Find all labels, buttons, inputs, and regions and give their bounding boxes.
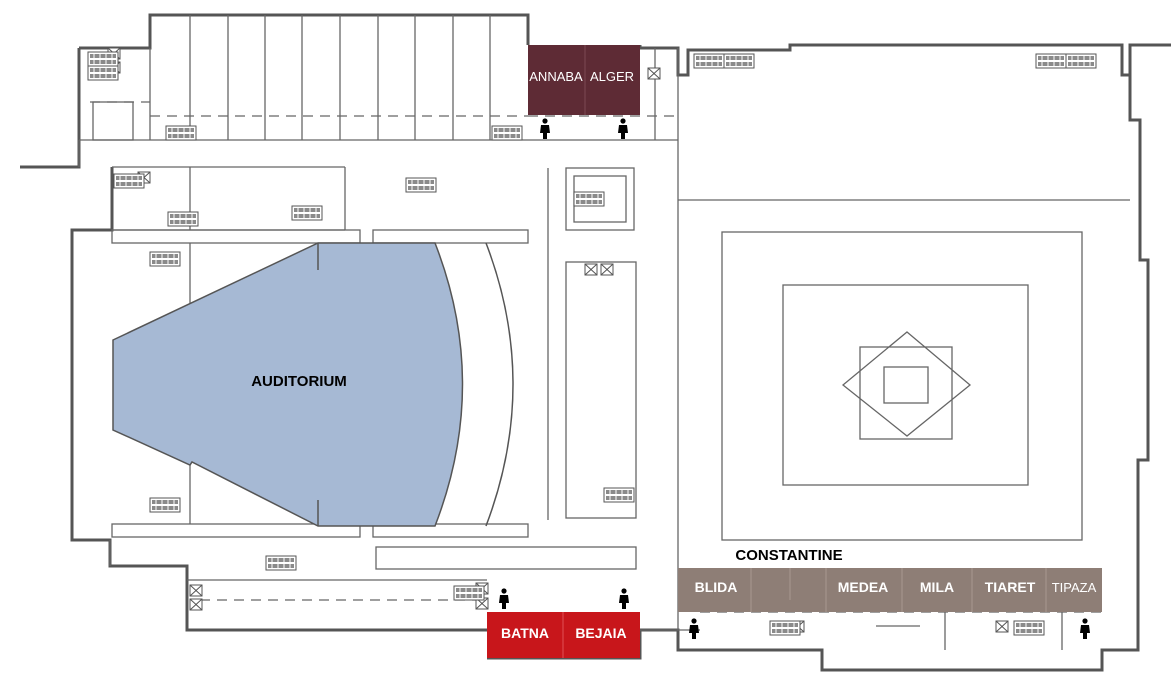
room-constantine[interactable]: CONSTANTINE [735,547,843,612]
alger-label: ALGER [590,69,634,84]
batna-label: BATNA [501,625,549,641]
bejaia-label: BEJAIA [575,625,626,641]
auditorium-label: AUDITORIUM [251,373,347,390]
room-batna[interactable]: BATNA [487,612,563,658]
blida-label: BLIDA [695,579,738,595]
constantine-label: CONSTANTINE [735,547,842,564]
room-tiaret[interactable]: TIARET [971,568,1046,612]
tiaret-label: TIARET [985,579,1036,595]
room-medea[interactable]: MEDEA [825,568,902,612]
room-annaba[interactable]: ANNABA [528,45,585,115]
mila-label: MILA [920,579,954,595]
room-bejaia[interactable]: BEJAIA [562,612,640,658]
room-mila[interactable]: MILA [901,568,972,612]
interior-walls [78,15,1130,650]
annaba-label: ANNABA [529,69,583,84]
tipaza-label: TIPAZA [1052,580,1097,595]
auditorium-room[interactable]: AUDITORIUM [112,242,514,527]
room-alger[interactable]: ALGER [584,45,640,115]
room-blida[interactable]: BLIDA [678,568,751,612]
medea-label: MEDEA [838,579,889,595]
room-tipaza[interactable]: TIPAZA [1045,568,1102,612]
